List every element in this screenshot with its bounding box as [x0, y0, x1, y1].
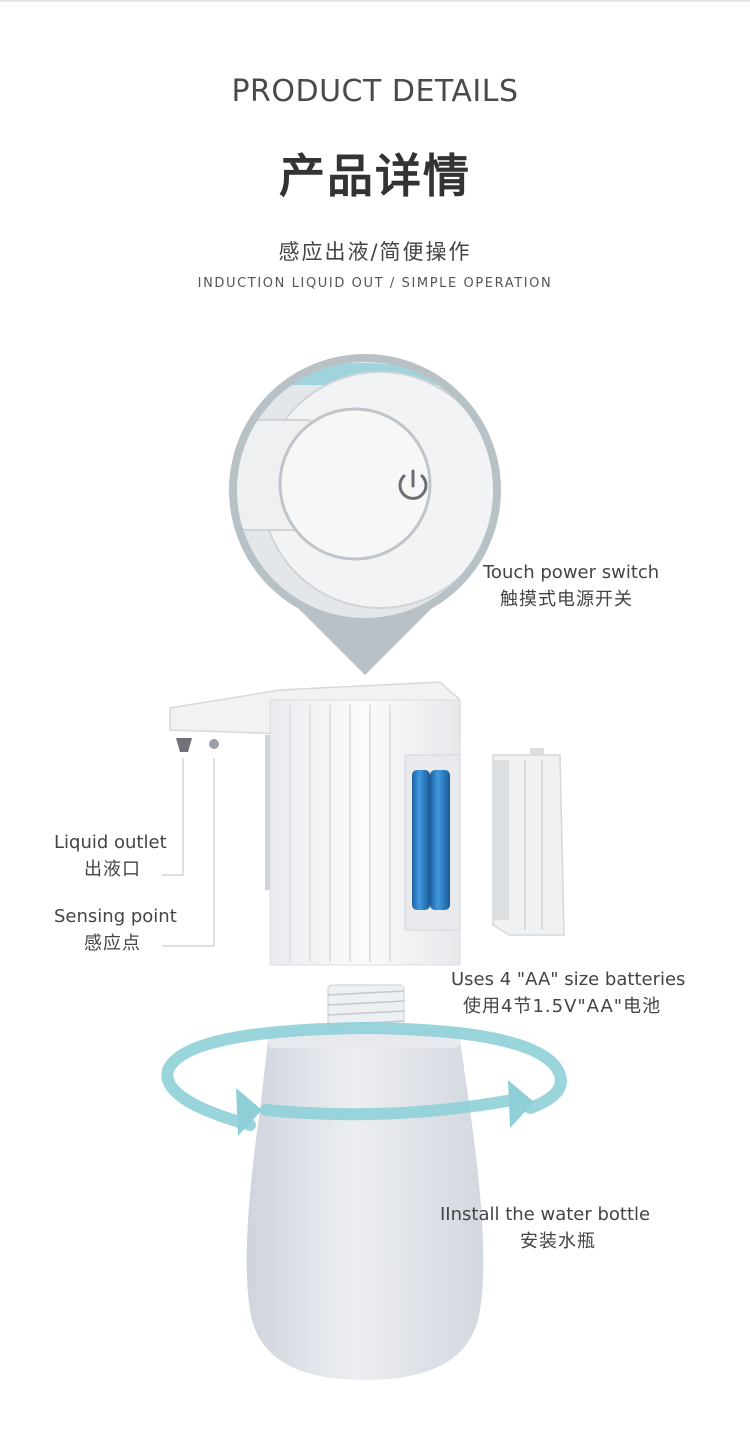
battery-cover: [492, 748, 565, 936]
callout-sensing-point-cn: 感应点: [84, 933, 141, 954]
callout-power-switch-en: Touch power switch: [483, 562, 660, 583]
power-icon: [398, 469, 428, 500]
callout-liquid-outlet-cn: 出液口: [84, 859, 141, 880]
callout-sensing-point: Sensing point 感应点: [54, 903, 177, 957]
callout-power-switch: Touch power switch 触摸式电源开关: [483, 559, 659, 613]
callout-batteries-en: Uses 4 "AA" size batteries: [451, 969, 686, 990]
callout-batteries: Uses 4 "AA" size batteries 使用4节1.5V"AA"电…: [451, 966, 685, 1020]
callout-bottle-cn: 安装水瓶: [520, 1231, 596, 1252]
callout-sensing-point-en: Sensing point: [54, 906, 177, 927]
battery-2: [430, 770, 450, 910]
dispenser-head: [169, 681, 461, 966]
battery-1: [412, 770, 430, 910]
leader-liquid-outlet: [162, 758, 184, 876]
zoom-pin: [229, 354, 501, 675]
rotate-arrow-icon: [161, 1021, 567, 1136]
callout-batteries-cn: 使用4节1.5V"AA"电池: [463, 996, 662, 1017]
callout-power-switch-cn: 触摸式电源开关: [500, 589, 633, 610]
section-subtitle-cn: 感应出液/简便操作: [278, 240, 472, 264]
callout-bottle: IInstall the water bottle 安装水瓶: [440, 1201, 650, 1255]
section-subtitle-en: INDUCTION LIQUID OUT / SIMPLE OPERATION: [197, 276, 553, 291]
section-title-cn: 产品详情: [279, 149, 471, 203]
leader-sensing-point: [162, 758, 215, 947]
callout-liquid-outlet: Liquid outlet 出液口: [54, 829, 167, 883]
callout-bottle-en: IInstall the water bottle: [440, 1204, 651, 1225]
top-divider: [0, 0, 750, 2]
callout-liquid-outlet-en: Liquid outlet: [54, 832, 167, 853]
section-title-en: PRODUCT DETAILS: [231, 74, 519, 109]
